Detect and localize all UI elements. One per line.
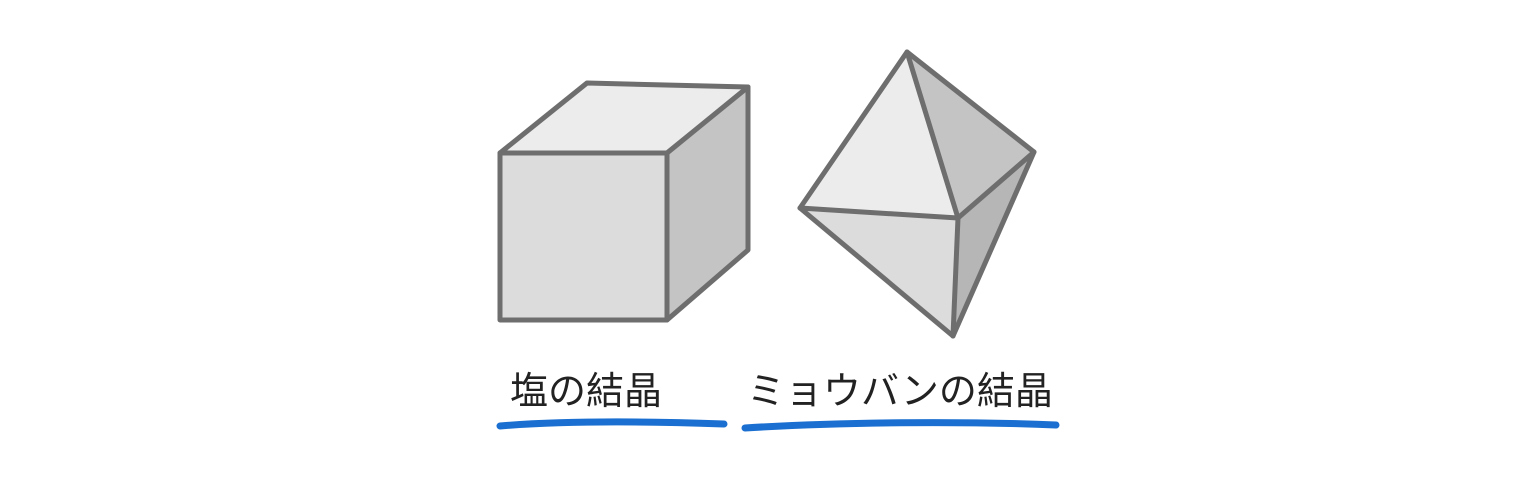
- salt-crystal-label: 塩の結晶: [510, 369, 662, 413]
- alum-label-underline: [741, 419, 1060, 432]
- alum-crystal-label: ミョウバンの結晶: [747, 369, 1053, 413]
- cube-front-face: [500, 153, 667, 320]
- salt-crystal-cube: [497, 80, 751, 323]
- cube-edges: [497, 80, 751, 323]
- octahedron-edges: [797, 49, 1037, 339]
- cube-side-face: [667, 87, 748, 320]
- salt-label-underline: [496, 418, 728, 430]
- alum-crystal-octahedron: [797, 49, 1037, 339]
